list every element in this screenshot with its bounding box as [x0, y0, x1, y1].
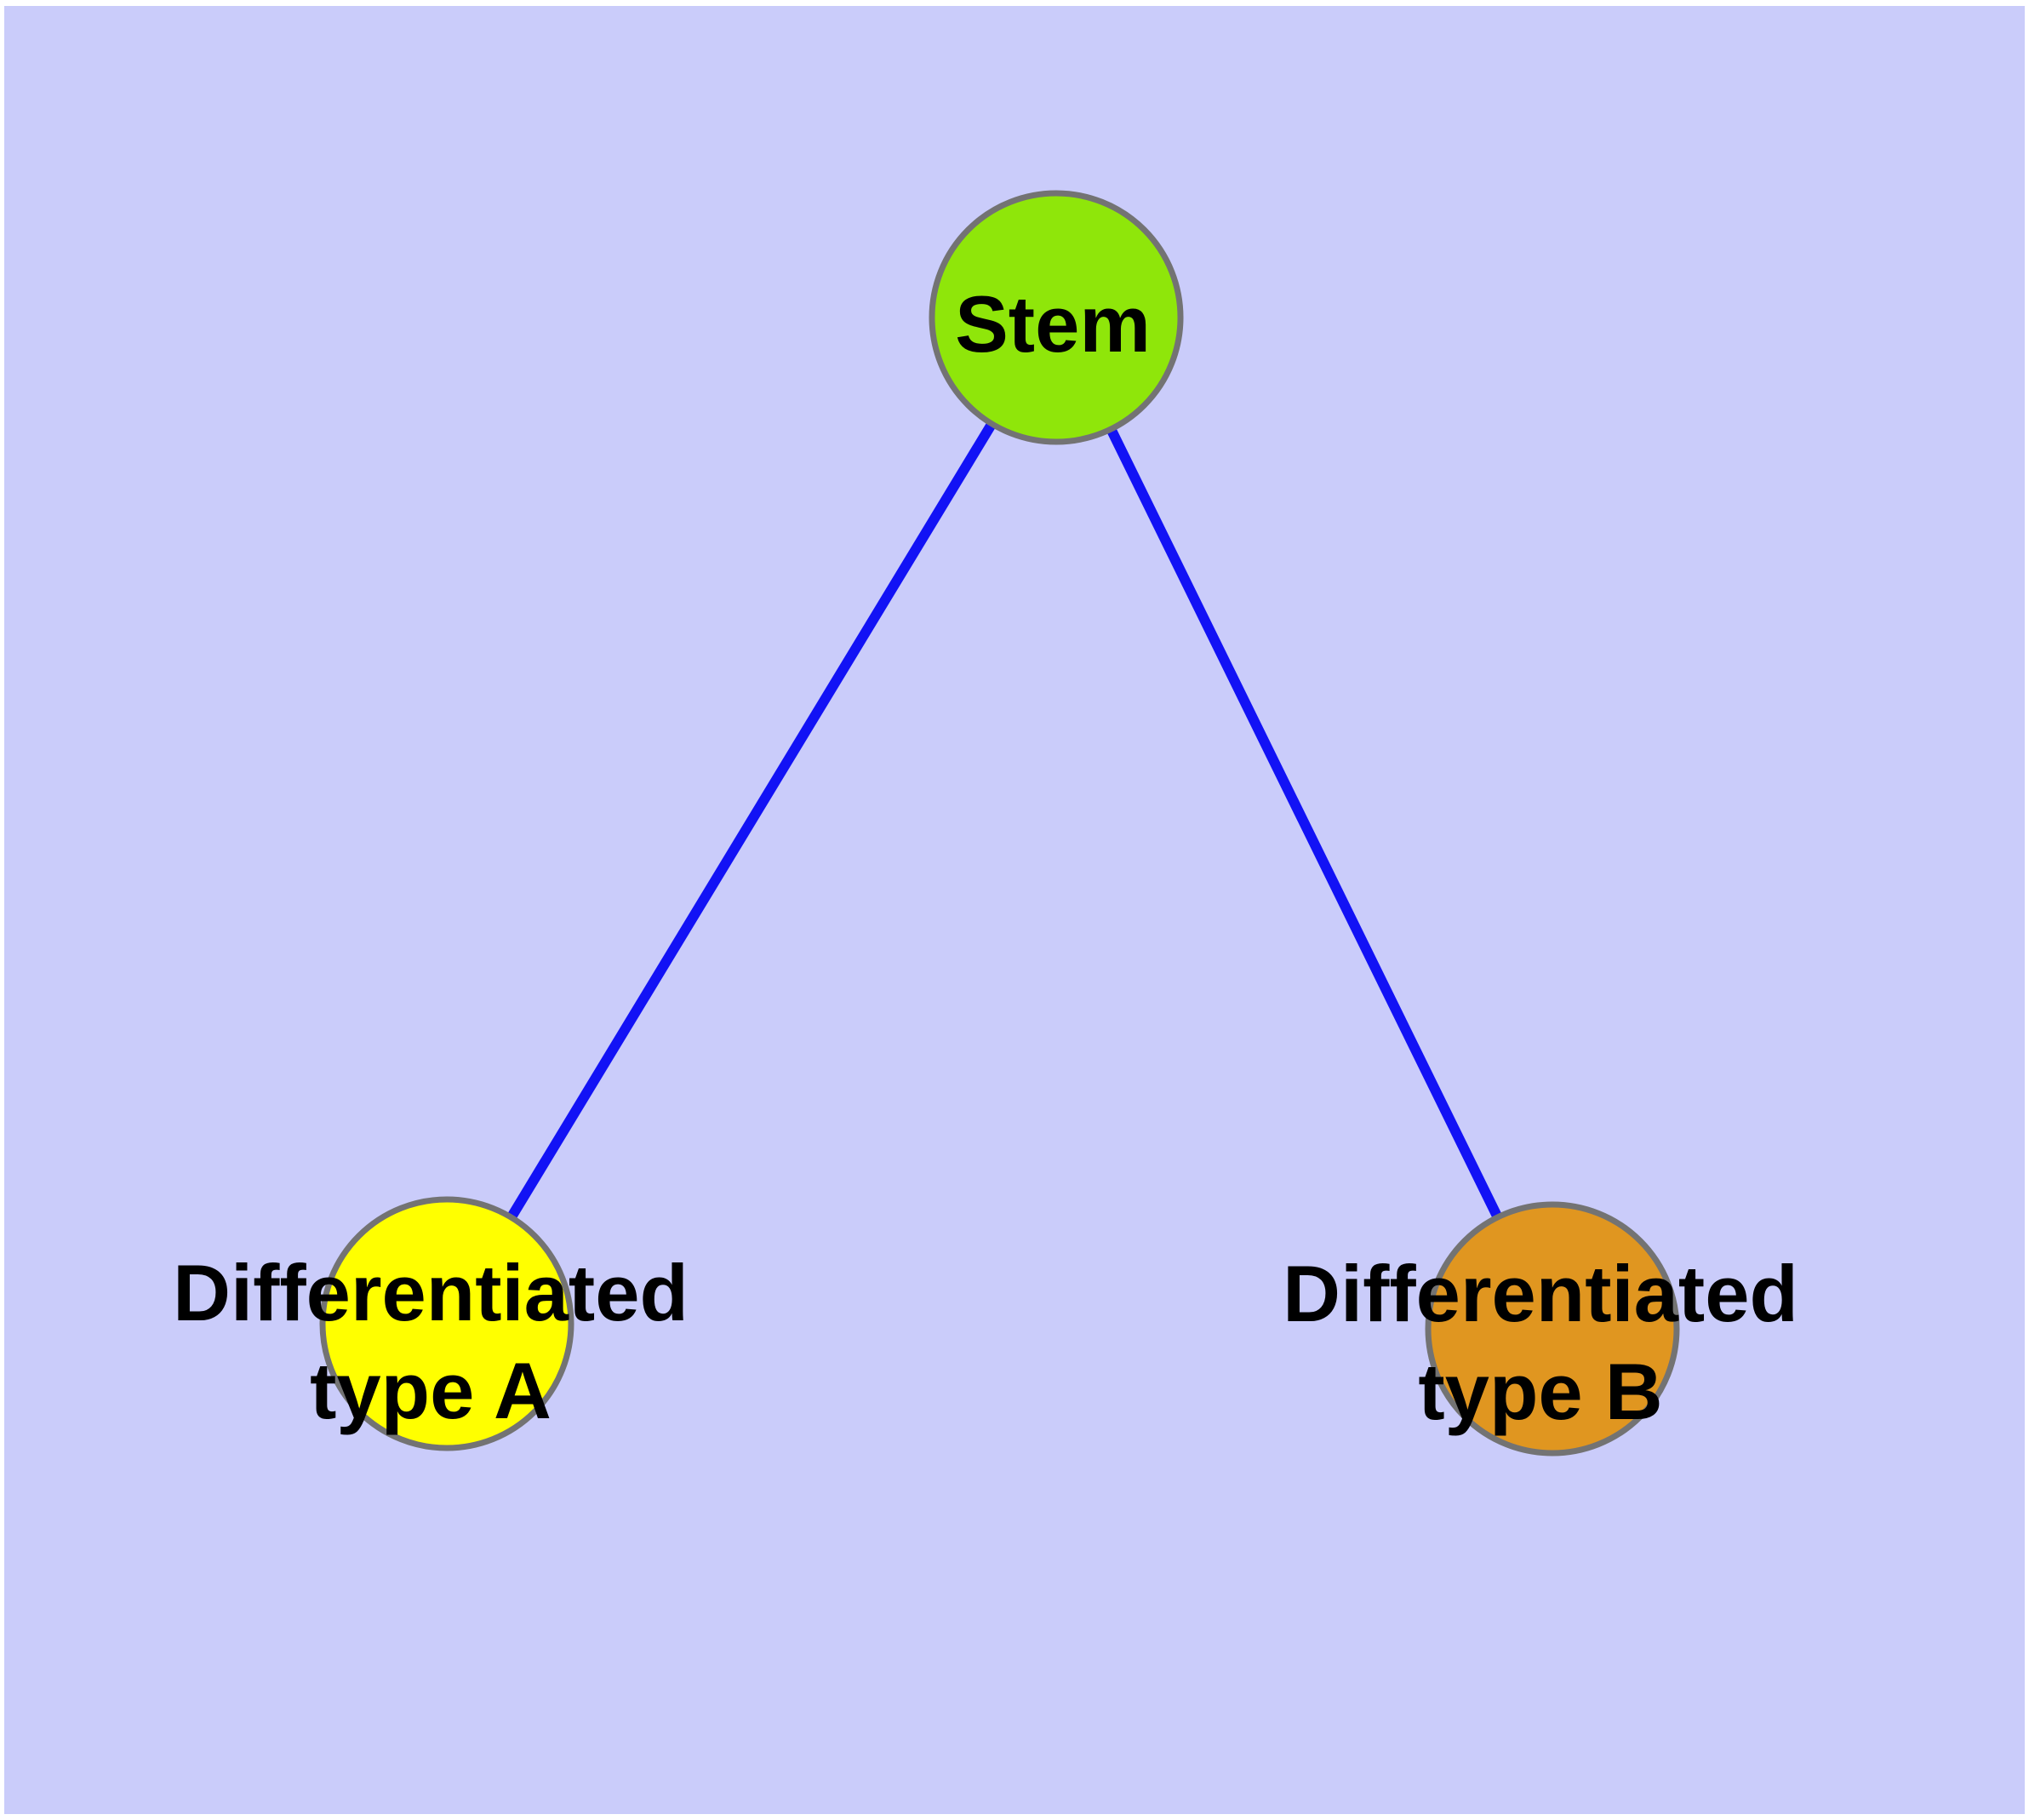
edge-stem-to-type-b	[1051, 315, 1557, 1331]
node-type-b-label-line2: type B	[1418, 1347, 1662, 1436]
node-type-b-label-line1: Differentiated	[1283, 1249, 1798, 1338]
node-type-a-label-line1: Differentiated	[173, 1248, 689, 1337]
node-type-b-circle	[1425, 1201, 1680, 1457]
edge-stem-to-type-a	[442, 314, 1061, 1327]
node-type-a-circle	[319, 1196, 574, 1451]
node-stem-circle	[929, 190, 1184, 445]
node-type-a-label-line2: type A	[310, 1346, 552, 1435]
node-stem-label: Stem	[955, 279, 1151, 369]
